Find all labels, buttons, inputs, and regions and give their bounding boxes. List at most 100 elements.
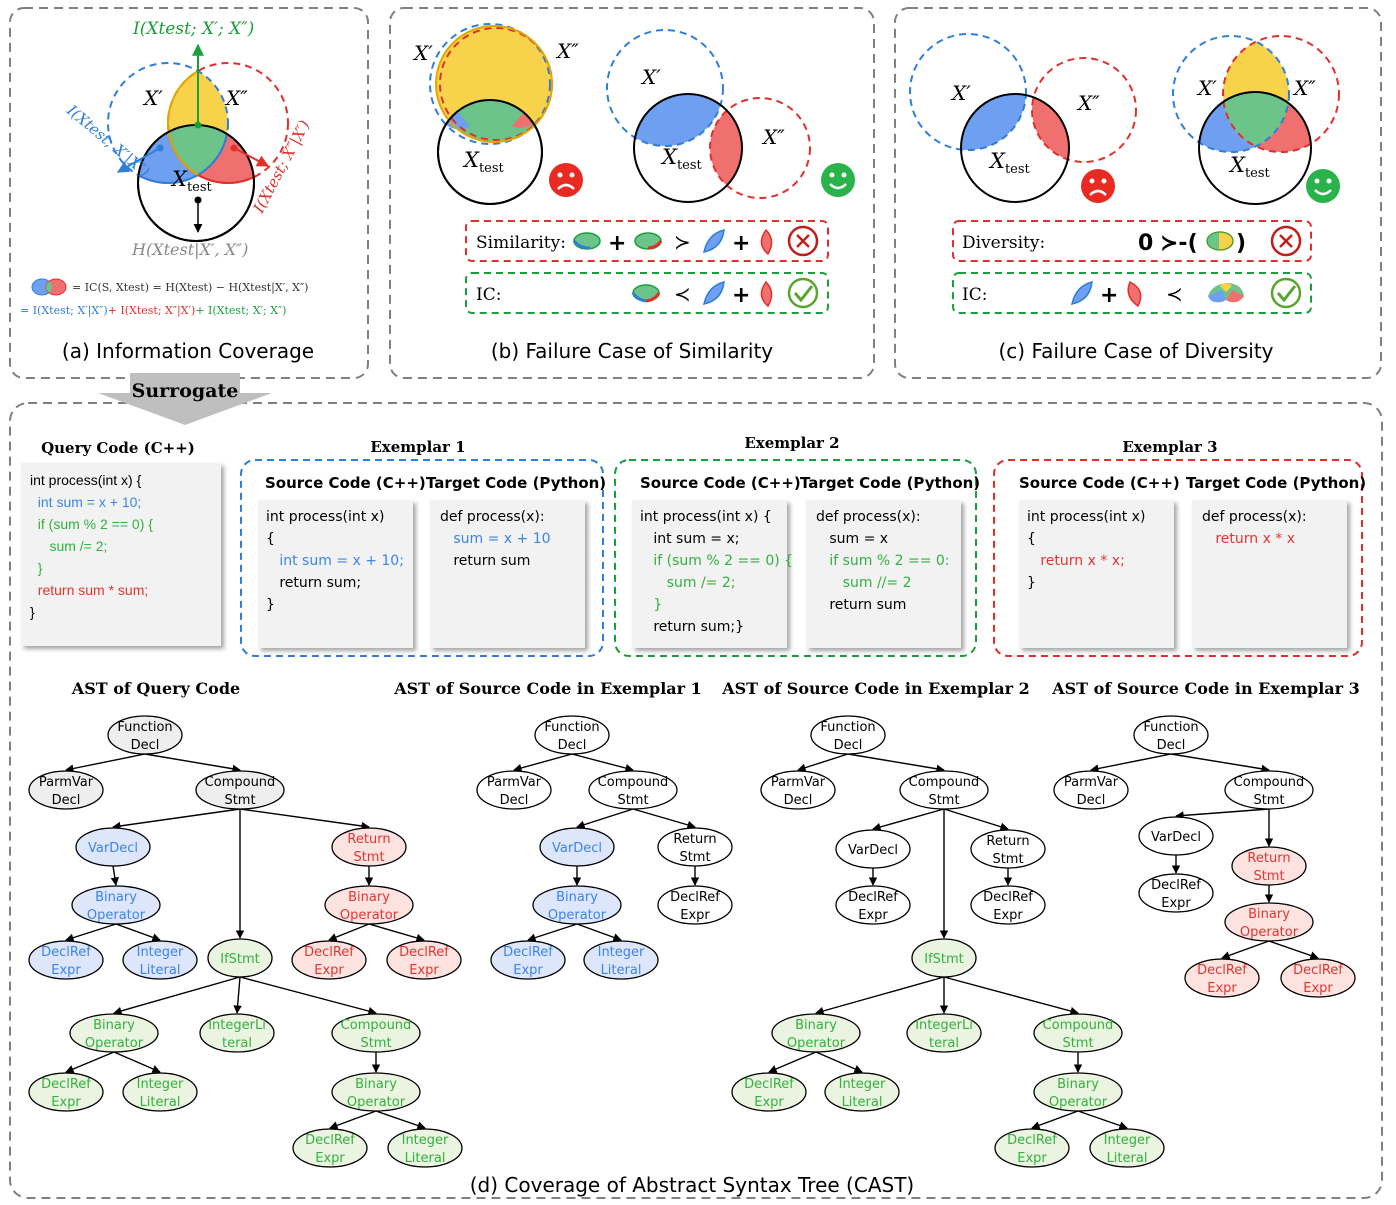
check-icon <box>787 277 819 309</box>
exemplar-3-frame <box>993 459 1363 657</box>
ast-edge <box>571 753 634 773</box>
ast-edge <box>1031 1110 1079 1130</box>
ast-edge <box>113 1051 161 1073</box>
ic-b-plus: + <box>732 283 750 308</box>
ast-edge <box>943 808 1009 831</box>
sim-lens-mixed-icon <box>572 232 601 250</box>
a-eq-line1: = IC(S, Xtest) = H(Xtest) − H(Xtest|X′, … <box>72 281 308 295</box>
exemplar-3-src-title: Source Code (C++) <box>1019 474 1180 492</box>
exemplar-1-tgt-code: def process(x): sum = x + 10 return sum <box>440 509 551 569</box>
panel-c-frame <box>894 7 1382 379</box>
exemplar-3-tgt-title: Target Code (Python) <box>1186 474 1366 492</box>
a-h-label: H(Xtest|X′, X″) <box>131 240 248 259</box>
similarity-box <box>465 220 829 262</box>
ast-edge <box>115 923 161 942</box>
b1-xtest-label: Xtest <box>462 148 505 176</box>
panel-a-frame <box>9 7 369 379</box>
cross-icon-c <box>1270 225 1302 257</box>
a-i-common-label: I(Xtest; X′; X″) <box>132 19 254 39</box>
ast-edge <box>527 923 578 942</box>
check-icon-c <box>1270 277 1302 309</box>
ast-node-var-decl: VarDecl <box>835 829 911 869</box>
exemplar-2-tgt-title: Target Code (Python) <box>800 474 980 492</box>
svg-text:IfStmt: IfStmt <box>220 952 260 967</box>
ic-c-venn-icon <box>1208 283 1244 303</box>
panel-c-caption: (c) Failure Case of Diversity <box>998 339 1273 363</box>
b2-xprime-label: X′ <box>640 65 661 89</box>
a-xtest-label: Xtest <box>170 167 213 195</box>
svg-text:IfStmt: IfStmt <box>924 952 964 967</box>
happy-face-icon <box>821 163 855 197</box>
panel-b-venn-left <box>429 23 553 205</box>
a-eq-line2: = I(Xtest; X′|X″)+ I(Xtest; X″|X′)+ I(Xt… <box>20 304 286 318</box>
ast-edge <box>1221 940 1270 960</box>
similarity-label: Similarity: <box>476 233 566 253</box>
exemplar-1-tgt-title: Target Code (Python) <box>426 474 606 492</box>
ast-node-if-stmt: IfStmt <box>911 938 977 978</box>
sad-face-icon <box>549 163 583 197</box>
ast-title-ex1: AST of Source Code in Exemplar 1 <box>393 679 702 698</box>
sim-plus-2: + <box>732 231 750 256</box>
svg-text:VarDecl: VarDecl <box>1151 830 1201 845</box>
ast-edge <box>872 808 945 831</box>
div-lens-icon <box>1206 231 1234 251</box>
ic-label-b: IC: <box>476 285 501 305</box>
ast-edge <box>112 808 241 831</box>
ast-edge <box>1268 940 1319 960</box>
ast-edge <box>847 753 945 773</box>
ast-title-query: AST of Query Code <box>71 679 240 698</box>
a-eq-venn-icon <box>31 278 67 296</box>
c1-xdprime-label: X″ <box>1076 91 1100 115</box>
sim-succ: ≻ <box>674 230 691 254</box>
ic-b-red-lens-icon <box>760 280 773 308</box>
ast-node-if-stmt: IfStmt <box>207 938 273 978</box>
panel-b-caption: (b) Failure Case of Similarity <box>491 339 773 363</box>
ast-edge <box>815 976 945 1015</box>
query-code-text: int process(int x) { int sum = x + 10; i… <box>30 472 153 620</box>
a-i-red-label: I(Xtest; X″|X′) <box>249 117 313 217</box>
exemplar-2-frame <box>614 459 977 657</box>
c2-xtest-label: Xtest <box>1228 153 1271 181</box>
ast-edge <box>768 1051 817 1073</box>
exemplar-3-tgt-code: def process(x): return x * x <box>1202 509 1307 547</box>
ast-title-ex2: AST of Source Code in Exemplar 2 <box>721 679 1030 698</box>
ast-edge <box>239 808 370 831</box>
